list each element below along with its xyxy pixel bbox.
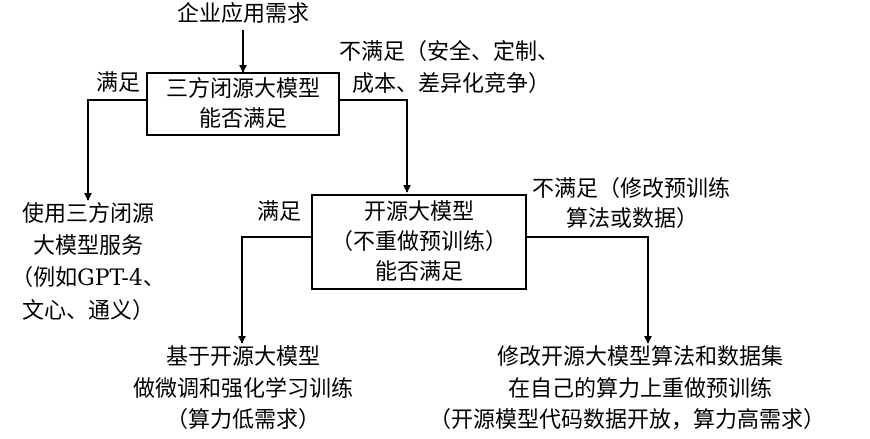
enterprise-need-title: 企业应用需求	[176, 2, 309, 27]
outcome-closed-source-line4: 文心、通义）	[21, 299, 154, 324]
outcome-closed-source-line2: 大模型服务	[32, 234, 143, 259]
outcome-pretrain-line3: （开源模型代码数据开放，算力高需求）	[428, 408, 825, 433]
box2-line2: （不重做预训练）	[330, 230, 507, 255]
label-satisfied-2: 满足	[256, 200, 301, 225]
outcome-pretrain-line1: 修改开源大模型算法和数据集	[496, 345, 783, 370]
box1-line2: 能否满足	[198, 107, 287, 132]
label-not-satisfied-1-line2: 成本、差异化竞争）	[352, 72, 551, 97]
label-not-satisfied-1-line1: 不满足（安全、定制、	[339, 40, 560, 65]
outcome-finetune-line1: 基于开源大模型	[165, 345, 320, 370]
outcome-pretrain-line2: 在自己的算力上重做预训练	[507, 377, 772, 402]
outcome-finetune-line3: （算力低需求）	[165, 408, 320, 433]
box2-line3: 能否满足	[374, 260, 463, 285]
box2-line1: 开源大模型	[363, 200, 474, 225]
label-not-satisfied-2-line1: 不满足（修改预训练	[532, 177, 731, 202]
outcome-closed-source-line3: （例如GPT-4、	[11, 266, 165, 291]
label-satisfied-1: 满足	[95, 71, 140, 96]
arrow-box2-not-satisfied	[527, 236, 652, 344]
arrow-box1-satisfied	[84, 99, 146, 201]
arrow-box2-satisfied	[238, 236, 311, 344]
label-not-satisfied-2-line2: 算法或数据）	[566, 207, 699, 232]
outcome-finetune-line2: 做微调和强化学习训练	[132, 377, 353, 402]
box1-line1: 三方闭源大模型	[165, 77, 320, 102]
open-source-decision-box: 开源大模型 （不重做预训练） 能否满足	[311, 194, 527, 290]
outcome-closed-source-line1: 使用三方闭源	[21, 202, 154, 227]
arrow-box1-not-satisfied	[340, 99, 411, 193]
closed-source-decision-box: 三方闭源大模型 能否满足	[146, 72, 340, 136]
